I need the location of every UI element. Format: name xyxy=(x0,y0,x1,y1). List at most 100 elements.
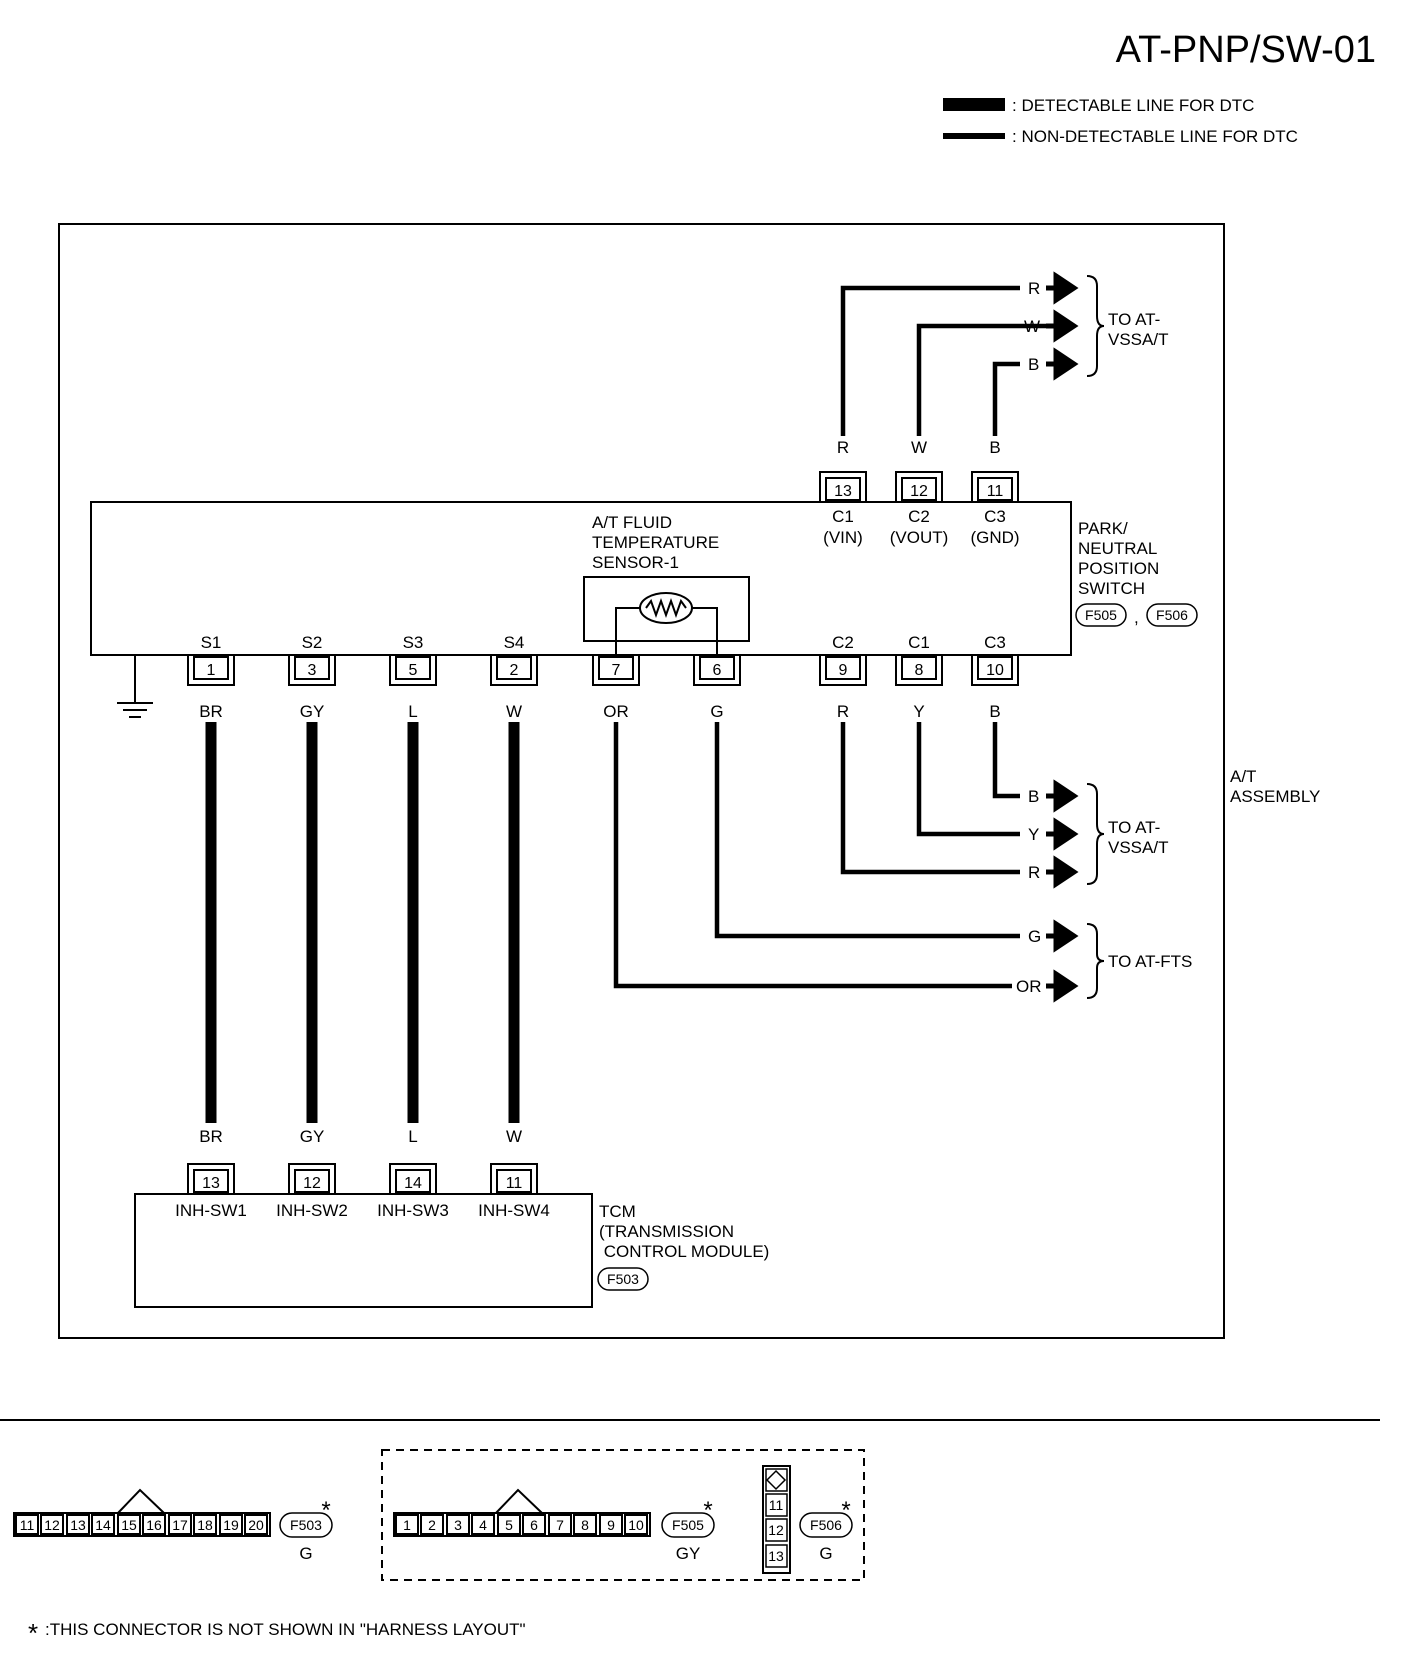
pnp-bottom-pin-1: S1 1 BR xyxy=(187,633,235,721)
wire-color-label: Y xyxy=(913,702,924,721)
svg-text:11: 11 xyxy=(20,1517,35,1533)
wire-label-r: R xyxy=(1028,863,1040,882)
at-assembly-label-1: A/T xyxy=(1230,767,1256,786)
legend-non-detectable-label: : NON-DETECTABLE LINE FOR DTC xyxy=(1012,127,1298,146)
connector-view-f503: 11 12 13 14 15 16 17 18 19 20 F503 * G xyxy=(13,1488,333,1563)
wire-or-fts xyxy=(613,722,1012,989)
legend: : DETECTABLE LINE FOR DTC : NON-DETECTAB… xyxy=(943,96,1298,146)
pnp-bottom-pin-9: C2 9 R xyxy=(819,633,867,721)
top-outputs: R W B TO AT- VSSA/T xyxy=(1024,271,1168,381)
page-title: AT-PNP/SW-01 xyxy=(1116,29,1376,71)
at-assembly-frame xyxy=(58,223,1225,1339)
sensor-box xyxy=(583,576,750,642)
svg-text:9: 9 xyxy=(607,1517,615,1533)
pnp-bottom-pin-6: 6 G xyxy=(693,655,741,721)
key-notch-icon xyxy=(117,1488,165,1514)
pnp-connector-group-frame xyxy=(381,1449,865,1581)
brace-icon xyxy=(1086,923,1105,999)
svg-text:8: 8 xyxy=(581,1517,589,1533)
f506-color: G xyxy=(819,1544,832,1563)
tcm-label-2: (TRANSMISSION xyxy=(599,1222,734,1241)
svg-text:10: 10 xyxy=(628,1517,644,1533)
svg-text:17: 17 xyxy=(172,1517,188,1533)
brace-icon xyxy=(1086,783,1105,885)
pin-number: 1 xyxy=(207,662,216,679)
wire-r-top xyxy=(840,285,1020,436)
pin-function: (VOUT) xyxy=(890,528,949,547)
wire-color-label: R xyxy=(837,438,849,457)
f506-id: F506 xyxy=(810,1517,842,1533)
pin-function: (VIN) xyxy=(823,528,863,547)
f503-pins: 11 12 13 14 15 16 17 18 19 20 xyxy=(15,1514,268,1535)
tcm-body xyxy=(134,1193,593,1308)
f505-color: GY xyxy=(676,1544,701,1563)
wire-color-label: OR xyxy=(603,702,629,721)
connector-id-f506: F506 xyxy=(1156,607,1188,623)
svg-text:7: 7 xyxy=(556,1517,564,1533)
dest-label-1: TO AT- xyxy=(1108,310,1160,329)
key-diamond-icon xyxy=(765,1469,787,1491)
wire-color-label: W xyxy=(506,702,522,721)
dest-label-2: VSSA/T xyxy=(1108,838,1168,857)
legend-detectable-label: : DETECTABLE LINE FOR DTC xyxy=(1012,96,1254,115)
pin-name: S3 xyxy=(403,633,424,652)
pin-number: 13 xyxy=(834,483,852,500)
sensor-label-3: SENSOR-1 xyxy=(592,553,679,572)
wire-color-label: B xyxy=(989,702,1000,721)
svg-text:13: 13 xyxy=(768,1548,784,1564)
legend-thick-line xyxy=(943,98,1005,111)
wire-color-label: G xyxy=(710,702,723,721)
wire-color-label: R xyxy=(837,702,849,721)
tcm-label-1: TCM xyxy=(599,1202,636,1221)
wire-b-mid xyxy=(992,722,1020,799)
pin-number: 12 xyxy=(303,1175,321,1192)
f503-star: * xyxy=(321,1497,330,1524)
pnp-bottom-pin-7: 7 OR xyxy=(592,655,640,721)
pin-name: C2 xyxy=(908,507,930,526)
connector-id-f505: F505 xyxy=(1085,607,1117,623)
wire-w-top xyxy=(916,323,1048,436)
dest-label-2: VSSA/T xyxy=(1108,330,1168,349)
pin-number: 3 xyxy=(308,662,317,679)
svg-text:2: 2 xyxy=(428,1517,436,1533)
pnp-bottom-pin-2: S4 2 W xyxy=(490,633,538,721)
arrow-icon xyxy=(1046,779,1079,813)
f506-star: * xyxy=(841,1497,850,1524)
pin-number: 7 xyxy=(612,662,621,679)
svg-text:1: 1 xyxy=(403,1517,411,1533)
arrow-icon xyxy=(1046,969,1079,1003)
pnp-bottom-pin-10: C3 10 B xyxy=(971,633,1019,721)
pin-number: 13 xyxy=(202,1175,220,1192)
pin-number: 12 xyxy=(910,483,928,500)
pnp-bottom-pin-8: C1 8 Y xyxy=(895,633,943,721)
pnp-label-1: PARK/ xyxy=(1078,519,1128,538)
wire-label-b: B xyxy=(1028,787,1039,806)
pin-number: 11 xyxy=(506,1175,523,1192)
wire-r-mid xyxy=(840,722,1020,875)
f503-color: G xyxy=(299,1544,312,1563)
pin-number: 14 xyxy=(404,1175,422,1192)
sensor-lead-right xyxy=(692,607,718,663)
wire-label-g: G xyxy=(1028,927,1041,946)
dest-label: TO AT-FTS xyxy=(1108,952,1192,971)
f503-id: F503 xyxy=(290,1517,322,1533)
connector-id-f503: F503 xyxy=(607,1271,639,1287)
tcm-label-3: CONTROL MODULE) xyxy=(599,1242,769,1261)
svg-text:12: 12 xyxy=(768,1522,784,1538)
svg-text:12: 12 xyxy=(44,1517,60,1533)
pin-name: INH-SW4 xyxy=(478,1201,550,1220)
pnp-label-4: SWITCH xyxy=(1078,579,1145,598)
pin-number: 8 xyxy=(915,662,924,679)
tcm-pin-12: GY 12 INH-SW2 xyxy=(276,1127,348,1220)
tcm-pin-11: W 11 INH-SW4 xyxy=(478,1127,550,1220)
svg-text:18: 18 xyxy=(197,1517,213,1533)
connector-id-f505-box xyxy=(1075,603,1127,627)
pin-number: 11 xyxy=(987,483,1004,500)
tcm-pin-14: L 14 INH-SW3 xyxy=(377,1127,449,1220)
pin-number: 9 xyxy=(839,662,848,679)
sensor-label-1: A/T FLUID xyxy=(592,513,672,532)
arrow-icon xyxy=(1046,309,1079,343)
svg-text:3: 3 xyxy=(454,1517,462,1533)
brace-icon xyxy=(1086,275,1105,377)
